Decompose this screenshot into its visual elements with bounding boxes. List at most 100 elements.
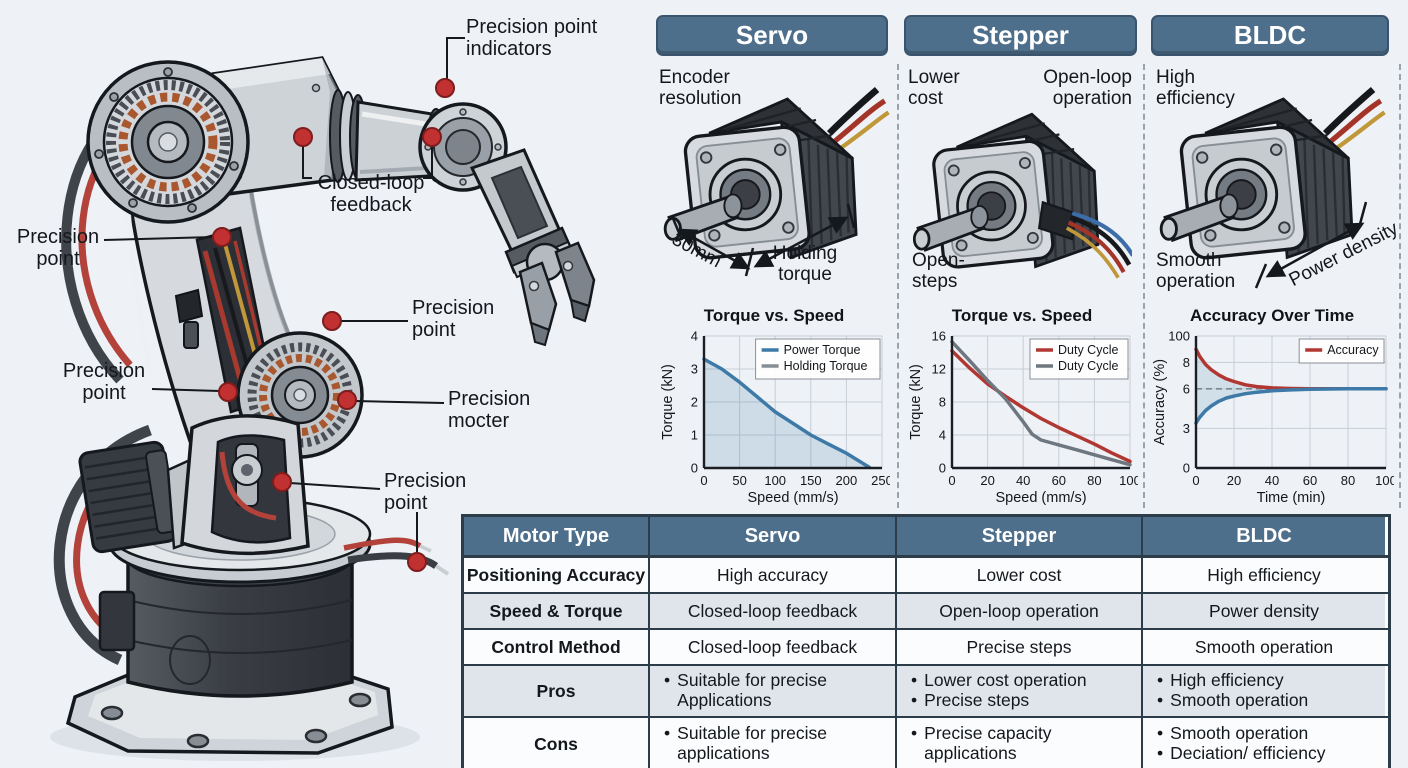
table-cell: Smooth operation (1141, 630, 1385, 664)
svg-text:0: 0 (939, 461, 946, 476)
svg-text:40: 40 (1265, 473, 1279, 488)
svg-text:Time (min): Time (min) (1257, 490, 1326, 506)
precision-dot (407, 552, 427, 572)
servo-chart-title: Torque vs. Speed (703, 306, 845, 325)
svg-text:16: 16 (932, 330, 946, 344)
callout-precision-point-1: Precision point (16, 226, 100, 271)
svg-text:0: 0 (691, 461, 698, 476)
svg-text:Accuracy (%): Accuracy (%) (1152, 359, 1168, 445)
svg-text:Holding Torque: Holding Torque (784, 359, 868, 373)
table-row-3: Pros•Suitable for precise Applications•L… (464, 664, 1388, 716)
callout-leaders (103, 37, 465, 554)
svg-text:20: 20 (1227, 473, 1241, 488)
svg-text:100: 100 (1375, 473, 1394, 488)
table-cell: •Suitable for precise applications (648, 718, 895, 768)
table-cell: •Lower cost operation•Precise steps (895, 666, 1141, 716)
stepper-annotation-open-steps: Open-steps (912, 250, 965, 293)
svg-text:20: 20 (980, 473, 994, 488)
svg-text:0: 0 (948, 473, 955, 488)
table-header-3: BLDC (1141, 517, 1385, 555)
callout-closed-loop-feedback: Closed-loop feedback (317, 172, 425, 217)
svg-text:Speed (mm/s): Speed (mm/s) (995, 490, 1086, 506)
svg-text:40: 40 (1016, 473, 1030, 488)
column-separator (1399, 64, 1401, 508)
bldc-dimension-arrow (1254, 201, 1368, 289)
table-row-4: Cons •Suitable for precise applications•P… (464, 716, 1388, 768)
table-cell: •Smooth operation•Deciation/ efficiency (1141, 718, 1385, 768)
bldc-annotation-high-efficiency: High efficiency (1156, 67, 1235, 110)
servo-annotation-holding-torque: Holding torque (772, 243, 838, 286)
table-row-label: Control Method (491, 636, 621, 657)
callout-precision-point-4: Precision point (384, 470, 467, 515)
svg-text:80: 80 (1087, 473, 1101, 488)
svg-text:12: 12 (932, 362, 946, 377)
precision-dot (337, 390, 357, 410)
svg-text:0: 0 (1183, 461, 1190, 476)
table-row-label: Pros (464, 666, 648, 716)
table-header-1: Servo (648, 517, 895, 555)
callout-precision-point-2: Precision point (62, 360, 146, 405)
svg-text:80: 80 (1341, 473, 1355, 488)
table-cell: Lower cost (895, 558, 1141, 592)
stepper-chart-title: Torque vs. Speed (951, 306, 1093, 325)
svg-text:3: 3 (1183, 421, 1190, 436)
svg-text:100: 100 (1119, 473, 1138, 488)
svg-text:8: 8 (939, 395, 946, 410)
svg-text:200: 200 (836, 473, 858, 488)
svg-text:100: 100 (764, 473, 786, 488)
table-header-0: Motor Type (464, 517, 648, 555)
callout-precision-mocter: Precision mocter (448, 388, 531, 433)
gripper (518, 241, 596, 347)
svg-text:0: 0 (700, 473, 707, 488)
svg-text:60: 60 (1052, 473, 1066, 488)
svg-text:150: 150 (800, 473, 822, 488)
precision-dot (435, 78, 455, 98)
header-stepper: Stepper (904, 15, 1137, 56)
bldc-chart-title: Accuracy Over Time (1189, 306, 1355, 325)
stepper-annotation-open-loop: Open-loop operation (1043, 67, 1132, 110)
table-row-label: Positioning Accuracy (466, 564, 646, 585)
table-cell: Closed-loop feedback (648, 594, 895, 628)
table-cell: Power density (1141, 594, 1385, 628)
column-separator (1143, 64, 1145, 508)
svg-text:250: 250 (871, 473, 890, 488)
callout-precision-point-indicators: Precision point indicators (466, 16, 598, 61)
table-header-2: Stepper (895, 517, 1141, 555)
precision-dots (212, 78, 455, 572)
table-cell: •High efficiency•Smooth operation (1141, 666, 1385, 716)
svg-text:Power Torque: Power Torque (784, 343, 861, 357)
svg-text:60: 60 (1303, 473, 1317, 488)
bldc-annotation-smooth-operation: Smooth operation (1156, 250, 1236, 293)
svg-text:Duty Cycle: Duty Cycle (1058, 359, 1118, 373)
svg-text:2: 2 (691, 395, 698, 410)
precision-dot (212, 227, 232, 247)
svg-text:Speed (mm/s): Speed (mm/s) (747, 490, 838, 506)
svg-text:8: 8 (1183, 355, 1190, 370)
svg-text:4: 4 (939, 428, 946, 443)
svg-text:6: 6 (1183, 381, 1190, 396)
svg-text:3: 3 (691, 362, 698, 377)
table-cell: •Precise capacity applications (895, 718, 1141, 768)
svg-text:Torque (kN): Torque (kN) (660, 364, 676, 440)
svg-text:4: 4 (691, 330, 698, 344)
svg-text:Torque (kN): Torque (kN) (908, 364, 924, 440)
svg-text:50: 50 (732, 473, 746, 488)
table-row-label: Cons (534, 733, 578, 754)
precision-dot (272, 472, 292, 492)
svg-text:Duty Cycle: Duty Cycle (1058, 343, 1118, 357)
servo-annotation-encoder-resolution: Encoder resolution (659, 67, 742, 110)
svg-text:Accuracy: Accuracy (1327, 343, 1379, 357)
table-row-label: Speed & Torque (464, 594, 648, 628)
shoulder-bearing (86, 60, 250, 224)
base-motor-block (78, 440, 179, 554)
column-separator (897, 64, 899, 508)
table-cell: Open-loop operation (895, 594, 1141, 628)
table-cell: Precise steps (895, 630, 1141, 664)
header-bldc: BLDC (1151, 15, 1389, 56)
